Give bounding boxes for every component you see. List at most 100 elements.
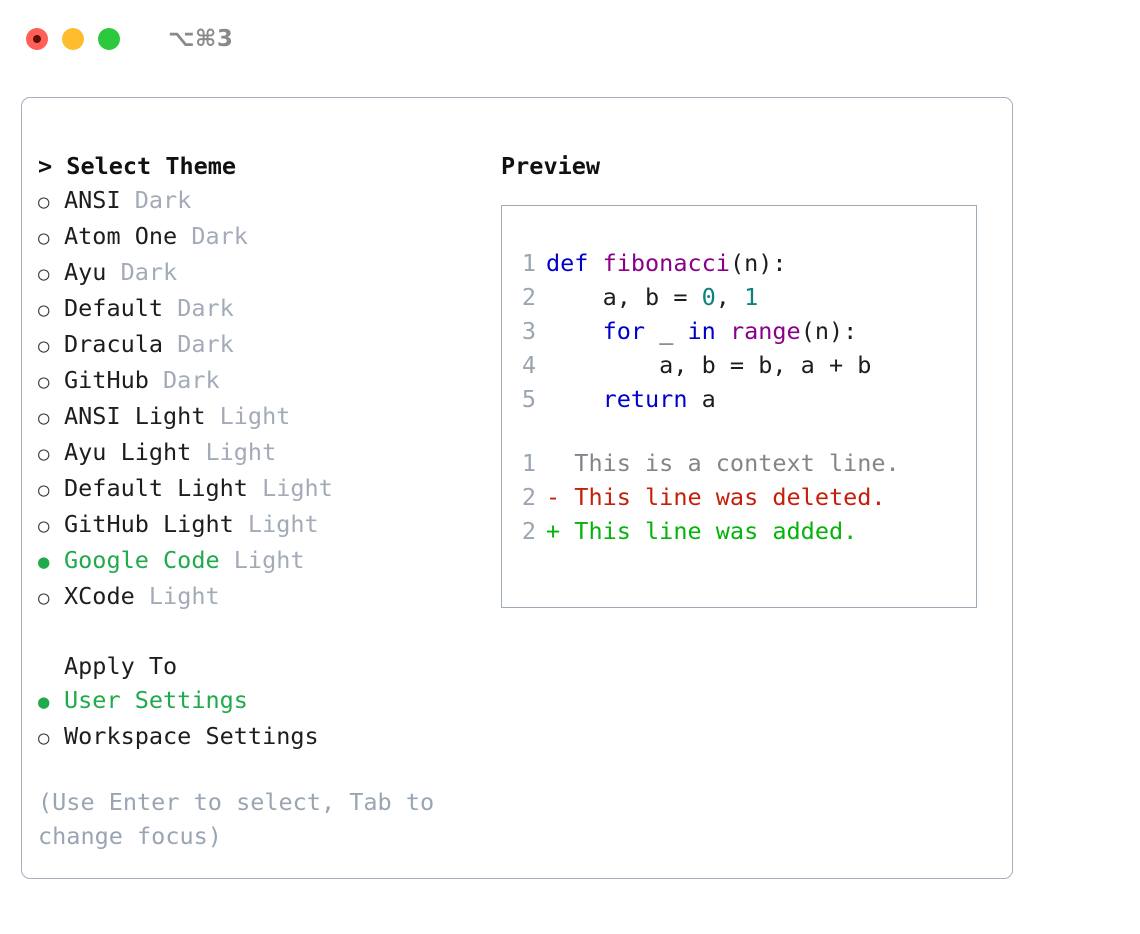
theme-option-label: Default <box>64 294 164 322</box>
apply-to-option-user-settings[interactable]: ● User Settings <box>38 683 488 719</box>
minimize-window-button[interactable] <box>62 28 84 50</box>
code-token-kw: def <box>546 249 603 277</box>
code-token-num: 0 <box>701 283 716 311</box>
theme-option-label: Ayu Light <box>64 438 192 466</box>
preview-spacer <box>502 416 976 446</box>
code-line-text: return a <box>546 382 716 416</box>
diff-line-text: + This line was added. <box>546 517 858 545</box>
diff-line-number: 2 <box>521 517 536 545</box>
theme-option-label: GitHub <box>64 366 149 394</box>
theme-option-github-light[interactable]: ○GitHub Light Light <box>38 507 488 543</box>
list-spacer <box>38 615 488 649</box>
theme-option-label: Atom One <box>64 222 178 250</box>
radio-unselected-icon: ○ <box>38 479 50 501</box>
close-window-button[interactable] <box>26 28 48 50</box>
theme-option-ayu-light[interactable]: ○Ayu Light Light <box>38 435 488 471</box>
code-token-fn: range <box>729 317 801 345</box>
code-token-fn: fibonacci <box>602 249 730 277</box>
theme-selection-column: > Select Theme ○ANSI Dark○Atom One Dark○… <box>38 149 488 853</box>
code-token-pl <box>716 317 730 345</box>
diff-line-number: 1 <box>521 449 536 477</box>
code-token-pl: a, b = b, a + b <box>546 351 872 379</box>
content-panel: > Select Theme ○ANSI Dark○Atom One Dark○… <box>21 97 1013 879</box>
select-theme-heading: > Select Theme <box>38 152 237 180</box>
theme-option-variant: Dark <box>163 294 234 322</box>
theme-option-dracula[interactable]: ○ Dracula Dark <box>38 327 488 363</box>
traffic-light-controls <box>26 28 120 50</box>
theme-option-ayu[interactable]: ○ Ayu Dark <box>38 255 488 291</box>
radio-unselected-icon: ○ <box>38 263 50 285</box>
theme-option-label: ANSI Light <box>64 402 206 430</box>
theme-option-variant: Dark <box>177 222 248 250</box>
radio-selected-icon: ● <box>38 691 50 713</box>
theme-option-label: Default Light <box>64 474 248 502</box>
radio-unselected-icon: ○ <box>38 227 50 249</box>
diff-line-del: 2 - This line was deleted. <box>502 480 976 514</box>
theme-option-variant: Light <box>219 546 305 574</box>
diff-line-text: - This line was deleted. <box>546 483 886 511</box>
radio-unselected-icon: ○ <box>38 335 50 357</box>
theme-option-variant: Light <box>233 510 319 538</box>
code-line-text: for _ in range(n): <box>546 314 858 348</box>
diff-line-ctx: 1 This is a context line. <box>502 446 976 480</box>
theme-option-atom-one[interactable]: ○ Atom One Dark <box>38 219 488 255</box>
code-line-text: a, b = b, a + b <box>546 348 871 382</box>
code-line-number: 2 <box>521 283 536 311</box>
theme-option-variant: Light <box>247 474 333 502</box>
theme-option-default-light[interactable]: ○ Default Light Light <box>38 471 488 507</box>
radio-unselected-icon: ○ <box>38 371 50 393</box>
theme-option-label: Dracula <box>64 330 164 358</box>
code-token-pl: , <box>715 283 745 311</box>
diff-line-add: 2 + This line was added. <box>502 514 976 548</box>
theme-option-variant: Dark <box>106 258 178 286</box>
theme-option-default[interactable]: ○ Default Dark <box>38 291 488 327</box>
theme-option-ansi[interactable]: ○ ANSI Dark <box>38 183 488 219</box>
theme-option-label: ANSI <box>64 186 121 214</box>
theme-option-variant: Dark <box>148 366 220 394</box>
theme-option-ansi-light[interactable]: ○ ANSI Light Light <box>38 399 488 435</box>
theme-option-label: XCode <box>64 582 135 610</box>
radio-unselected-icon: ○ <box>38 191 50 213</box>
radio-unselected-icon: ○ <box>38 587 50 609</box>
theme-option-variant: Light <box>134 582 220 610</box>
theme-option-xcode[interactable]: ○ XCode Light <box>38 579 488 615</box>
code-line: 4 a, b = b, a + b <box>502 348 976 382</box>
code-line-number: 3 <box>521 317 536 345</box>
theme-option-label: Ayu <box>64 258 107 286</box>
theme-option-github[interactable]: ○ GitHub Dark <box>38 363 488 399</box>
apply-to-option-label: User Settings <box>64 686 248 714</box>
theme-option-list: ○ ANSI Dark ○ Atom One Dark ○ Ayu Dark ○ Defaul… <box>38 183 488 615</box>
diff-line-number: 2 <box>521 483 536 511</box>
radio-unselected-icon: ○ <box>38 407 50 429</box>
diff-line-text: This is a context line. <box>546 449 900 477</box>
preview-heading: Preview <box>501 152 601 180</box>
code-line-number: 1 <box>521 249 536 277</box>
code-line-text: a, b = 0, 1 <box>546 280 759 314</box>
theme-option-variant: Dark <box>120 186 192 214</box>
code-token-pl <box>546 385 603 413</box>
theme-option-variant: Light <box>205 402 291 430</box>
zoom-window-button[interactable] <box>98 28 120 50</box>
code-line-number: 5 <box>521 385 536 413</box>
radio-unselected-icon: ○ <box>38 515 50 537</box>
theme-option-variant: Dark <box>163 330 234 358</box>
code-token-num: 1 <box>744 283 759 311</box>
theme-option-label: Google Code <box>64 546 220 574</box>
code-line: 2 a, b = 0, 1 <box>502 280 976 314</box>
apply-to-option-workspace-settings[interactable]: ○Workspace Settings <box>38 719 488 755</box>
code-token-pl: (n): <box>800 317 858 345</box>
keyboard-hint-text: (Use Enter to select, Tab to change focu… <box>38 788 435 850</box>
code-token-kw: for <box>602 317 646 345</box>
apply-to-option-label: Workspace Settings <box>64 722 319 750</box>
radio-unselected-icon: ○ <box>38 299 50 321</box>
keyboard-shortcut-label: ⌥⌘3 <box>168 26 234 52</box>
theme-option-google-code[interactable]: ●Google Code Light <box>38 543 488 579</box>
code-token-pl: _ <box>645 317 688 345</box>
code-line-number: 4 <box>521 351 536 379</box>
diff-sample: 1 This is a context line. 2 - This line wa… <box>502 446 976 548</box>
apply-to-option-list: ● User Settings ○Workspace Settings <box>38 683 488 755</box>
code-token-pl: a, b = <box>546 283 702 311</box>
code-line: 3 for _ in range(n): <box>502 314 976 348</box>
